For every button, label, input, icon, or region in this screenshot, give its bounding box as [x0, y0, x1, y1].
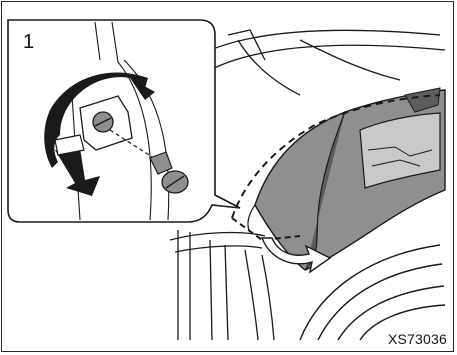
inset-callout [8, 20, 240, 222]
fender-liner [248, 88, 445, 270]
figure-code: XS73036 [388, 331, 447, 347]
step-number: 1 [23, 32, 34, 52]
